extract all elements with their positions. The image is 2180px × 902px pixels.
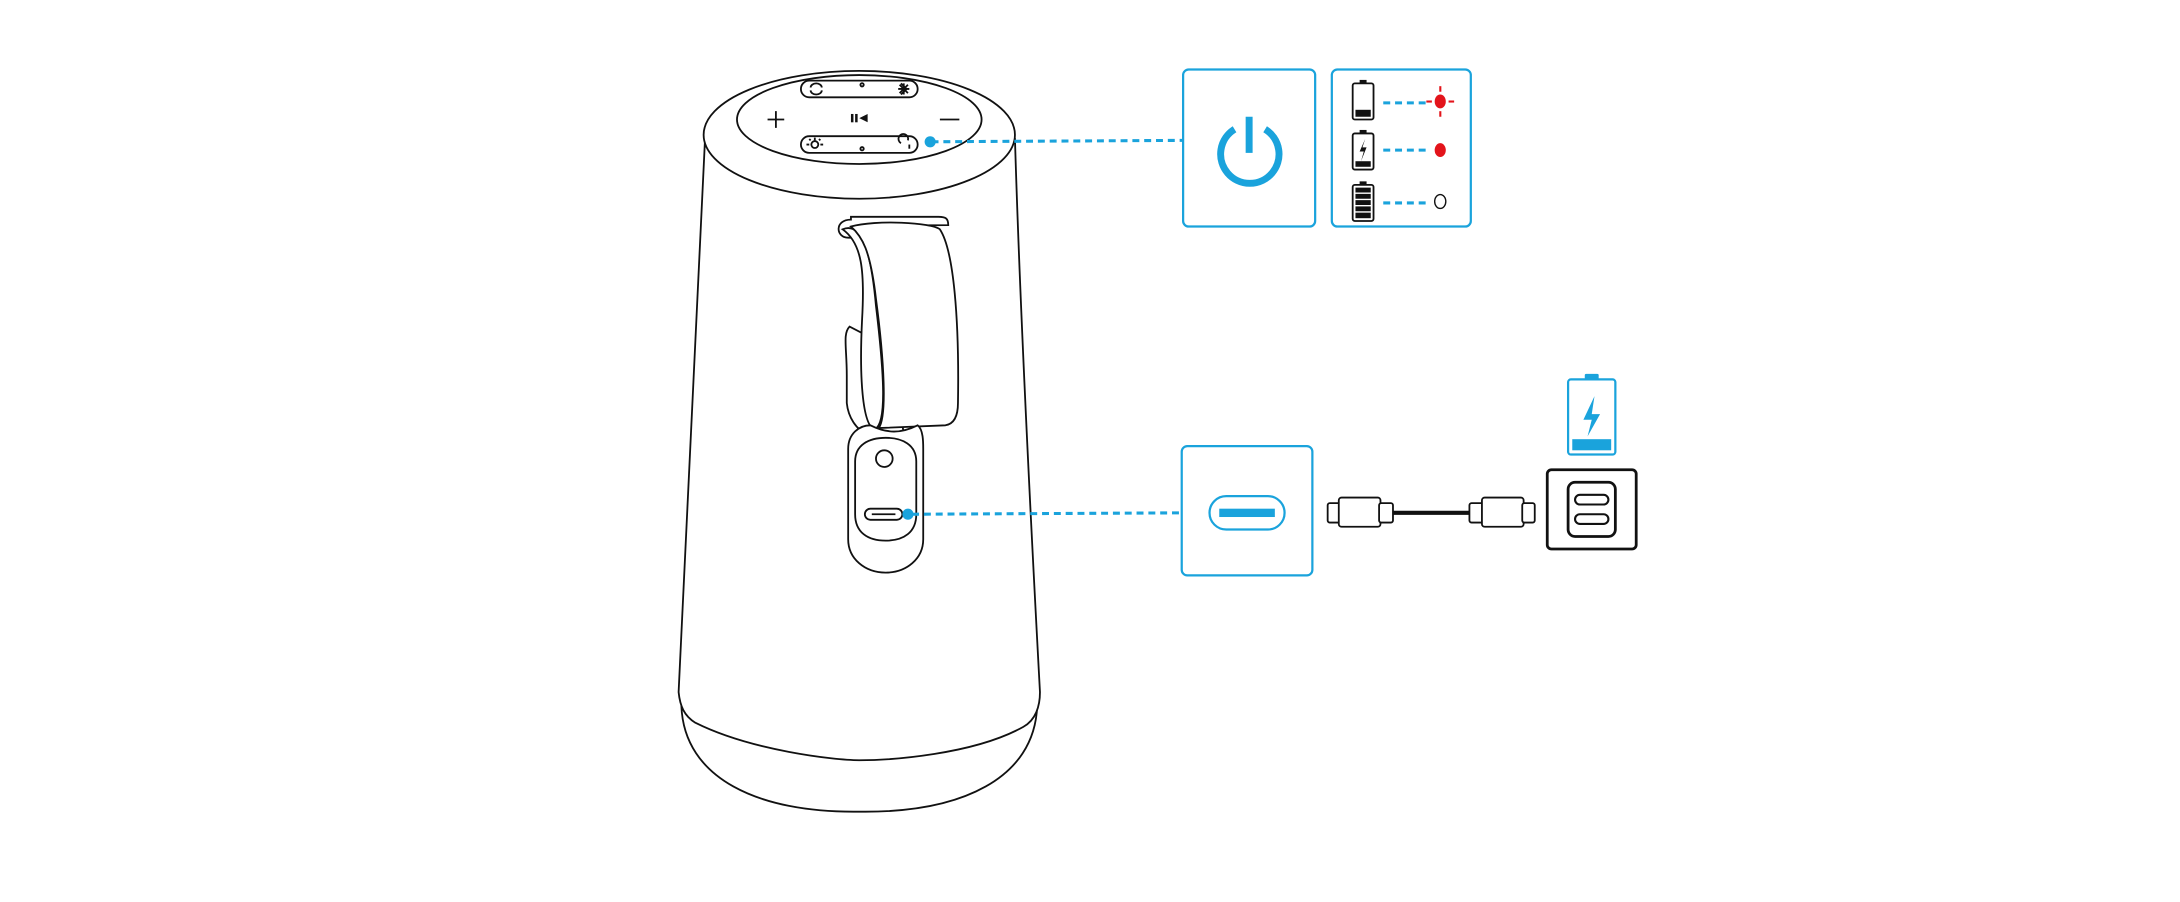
usb-c-port-icon [1208, 495, 1286, 531]
battery-indicator-box [1330, 68, 1472, 228]
play-pause-icon[interactable] [850, 113, 868, 123]
color-cycle-icon [809, 82, 823, 96]
battery-charging-icon [1351, 129, 1375, 171]
led-red-flashing-icon [1426, 86, 1455, 117]
power-callout-line [931, 138, 1184, 144]
reset-hole [875, 449, 894, 468]
power-button-icon[interactable] [897, 133, 911, 149]
light-icon [806, 137, 824, 149]
indicator-dot [859, 146, 865, 152]
usb-c-cable-icon [1326, 496, 1536, 528]
battery-full-icon [1351, 181, 1375, 222]
led-red-solid-icon [1434, 143, 1446, 158]
power-icon [1217, 116, 1283, 187]
led-off-icon [1433, 193, 1447, 210]
usb-callout-line [912, 511, 1182, 516]
speaker-control-panel [736, 74, 983, 165]
bottom-button-pill [800, 135, 919, 154]
speaker [677, 69, 1041, 813]
bluetooth-icon [898, 82, 910, 96]
power-callout-box [1182, 68, 1317, 228]
usb-c-wall-adapter-icon [1545, 468, 1638, 551]
volume-up-icon[interactable] [767, 111, 785, 128]
power-callout-dot [924, 136, 936, 148]
top-button-pill [800, 79, 919, 99]
strap-front [849, 221, 960, 430]
usb-callout-dot [902, 508, 914, 520]
charging-battery-icon [1566, 373, 1617, 456]
indicator-dot [859, 82, 865, 88]
usb-c-callout-box [1180, 445, 1314, 577]
battery-low-icon [1351, 79, 1375, 121]
